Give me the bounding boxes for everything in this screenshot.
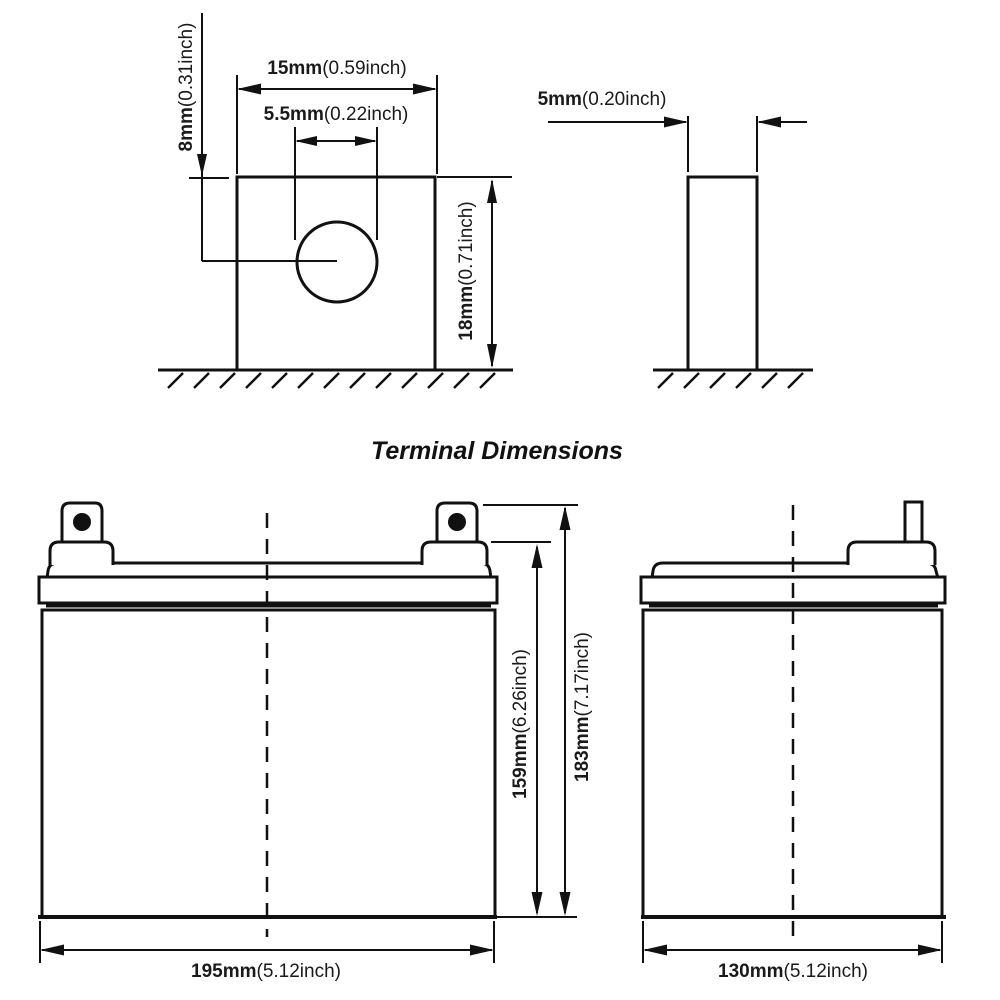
hatch-mark [427, 372, 444, 389]
dim-130mm [642, 921, 943, 963]
hatch-mark [375, 372, 392, 389]
hatch-mark [761, 372, 778, 389]
terminal-front-view [158, 175, 513, 389]
dim-inch: (7.17inch) [572, 632, 593, 717]
dim-15mm [236, 75, 438, 174]
hatch-mark [193, 372, 210, 389]
arrowhead-down [197, 154, 207, 176]
dim-inch: (0.71inch) [456, 201, 477, 286]
label-terminal-width: 15mm(0.59inch) [227, 58, 447, 80]
hatch-mark [453, 372, 470, 389]
dim-value: 18mm [456, 285, 477, 341]
arrowhead-up [559, 506, 571, 530]
dim-inch: (5.12inch) [256, 961, 342, 982]
dim-159mm [491, 541, 551, 916]
arrowhead-right [470, 944, 494, 956]
dim-inch: (5.12inch) [783, 961, 869, 982]
arrowhead-right [355, 136, 377, 146]
battery-lid [650, 561, 940, 579]
dim-183mm [483, 504, 578, 916]
hatch-mark [401, 372, 418, 389]
hatch-mark [323, 372, 340, 389]
dim-value: 15mm [267, 58, 323, 79]
hatch-mark [683, 372, 700, 389]
arrowhead-right [664, 116, 688, 128]
dim-8mm [189, 13, 337, 262]
hatch-mark [167, 372, 184, 389]
label-terminal-thickness: 5mm(0.20inch) [502, 89, 702, 111]
arrowhead-left [757, 116, 781, 128]
dim-5-5mm [294, 127, 378, 240]
drawing-title: Terminal Dimensions [371, 437, 623, 465]
label-terminal-hole-offset: 8mm(0.31inch) [176, 2, 198, 172]
arrowhead-up [487, 179, 497, 203]
terminal-base-left [48, 540, 115, 565]
dim-value: 8mm [176, 107, 197, 152]
battery-lid [45, 561, 493, 579]
dim-value: 130mm [718, 961, 784, 982]
label-battery-depth: 130mm(5.12inch) [673, 961, 913, 983]
dim-inch: (0.20inch) [581, 89, 667, 110]
ground-hatching [657, 372, 804, 389]
terminal-post [903, 500, 924, 546]
arrowhead-left [643, 944, 667, 956]
arrowhead-down [559, 892, 571, 916]
arrowhead-left [295, 136, 317, 146]
label-terminal-height: 18mm(0.71inch) [456, 186, 478, 356]
hatch-mark [271, 372, 288, 389]
arrowhead-left [40, 944, 64, 956]
hatch-mark [479, 372, 496, 389]
hatch-mark [245, 372, 262, 389]
hatch-mark [735, 372, 752, 389]
dim-inch: (0.31inch) [176, 22, 197, 108]
battery-front-view [37, 501, 577, 937]
dim-inch: (6.26inch) [510, 649, 531, 734]
arrowhead-left [237, 83, 261, 95]
label-battery-width: 195mm(5.12inch) [146, 961, 386, 983]
dim-195mm [39, 921, 495, 963]
label-terminal-hole-diameter: 5.5mm(0.22inch) [226, 104, 446, 126]
hatch-mark [709, 372, 726, 389]
arrowhead-right [918, 944, 942, 956]
terminal-hole-right [448, 513, 466, 531]
dim-5mm [548, 116, 807, 172]
hatch-mark [349, 372, 366, 389]
dim-18mm [437, 176, 512, 368]
battery-side-view [639, 500, 947, 940]
ground-hatching [167, 372, 496, 389]
hatch-mark [297, 372, 314, 389]
terminal-hole-left [73, 513, 91, 531]
dim-value: 5mm [537, 89, 582, 110]
dim-inch: (0.22inch) [323, 104, 409, 125]
dim-value: 5.5mm [263, 104, 324, 125]
label-battery-case-height: 159mm(6.26inch) [510, 624, 532, 824]
label-battery-total-height: 183mm(7.17inch) [572, 607, 594, 807]
terminal-base-right [420, 540, 489, 565]
arrowhead-down [531, 892, 543, 916]
terminal-base [846, 540, 937, 565]
arrowhead-down [487, 344, 497, 368]
dim-value: 183mm [572, 716, 593, 783]
terminal-side-view [653, 175, 813, 389]
dim-value: 195mm [191, 961, 257, 982]
arrowhead-up [531, 544, 543, 568]
hatch-mark [219, 372, 236, 389]
hatch-mark [787, 372, 804, 389]
arrowhead-right [413, 83, 437, 95]
dim-inch: (0.59inch) [322, 58, 407, 79]
terminal-blade [686, 175, 759, 372]
hatch-mark [657, 372, 674, 389]
battery-case [40, 608, 497, 919]
dim-value: 159mm [510, 733, 531, 800]
